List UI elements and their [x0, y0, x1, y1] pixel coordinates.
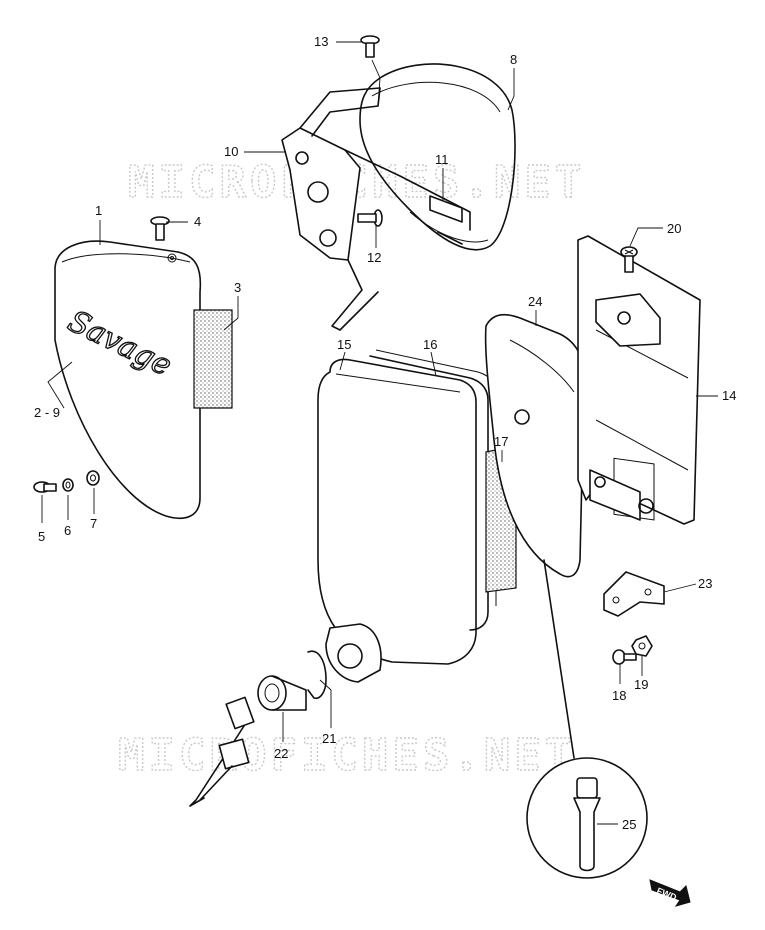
- tool-box-15: [317, 358, 477, 665]
- screw-18: [612, 649, 637, 665]
- lock-plate-21: [307, 623, 382, 700]
- frame-cover-24: [484, 313, 586, 578]
- label-part-23: 23: [698, 576, 712, 591]
- savage-emblem: Savage: [62, 304, 176, 384]
- screw-20: [620, 246, 638, 273]
- label-part-6: 6: [64, 523, 71, 538]
- part-labels: 1 2 - 9 3 4 5 6 7 8 10 11 12 13 14 15 16…: [34, 34, 736, 832]
- forward-direction-arrow: FWD: [649, 879, 691, 907]
- washer-7: [86, 470, 100, 486]
- label-part-11: 11: [435, 152, 449, 167]
- frame-cover-8: [359, 63, 516, 251]
- label-part-1: 1: [95, 203, 102, 218]
- label-part-22: 22: [274, 746, 288, 761]
- label-part-20: 20: [667, 221, 681, 236]
- label-part-12: 12: [367, 250, 381, 265]
- label-part-7: 7: [90, 516, 97, 531]
- screw-4: [150, 216, 170, 241]
- nut-19: [631, 635, 653, 657]
- label-part-5: 5: [38, 529, 45, 544]
- left-side-cover: Savage: [54, 240, 202, 520]
- label-part-16: 16: [423, 337, 437, 352]
- label-part-3: 3: [234, 280, 241, 295]
- label-part-10: 10: [224, 144, 238, 159]
- label-part-24: 24: [528, 294, 542, 309]
- screw-12: [357, 209, 383, 227]
- label-part-2-9: 2 - 9: [34, 405, 60, 420]
- label-part-19: 19: [634, 677, 648, 692]
- leader-lines: [41, 41, 718, 825]
- label-part-21: 21: [322, 731, 336, 746]
- washer-6: [62, 478, 74, 492]
- bracket-23: [603, 571, 665, 617]
- battery-holder-14: [577, 235, 701, 525]
- label-part-18: 18: [612, 688, 626, 703]
- label-part-4: 4: [194, 214, 201, 229]
- fwd-label: FWD: [655, 886, 678, 903]
- label-part-8: 8: [510, 52, 517, 67]
- lock-set-22: [189, 675, 307, 807]
- label-part-15: 15: [337, 337, 351, 352]
- detail-inset-25: [526, 559, 648, 879]
- label-part-25: 25: [622, 817, 636, 832]
- side-cover-pad: [193, 309, 233, 409]
- bolt-5: [33, 481, 57, 493]
- watermark-bottom: MICROFICHES.NET: [118, 730, 575, 781]
- label-part-17: 17: [494, 434, 508, 449]
- clip-11: [429, 195, 463, 245]
- label-part-13: 13: [314, 34, 328, 49]
- label-part-14: 14: [722, 388, 736, 403]
- screw-13: [360, 35, 380, 58]
